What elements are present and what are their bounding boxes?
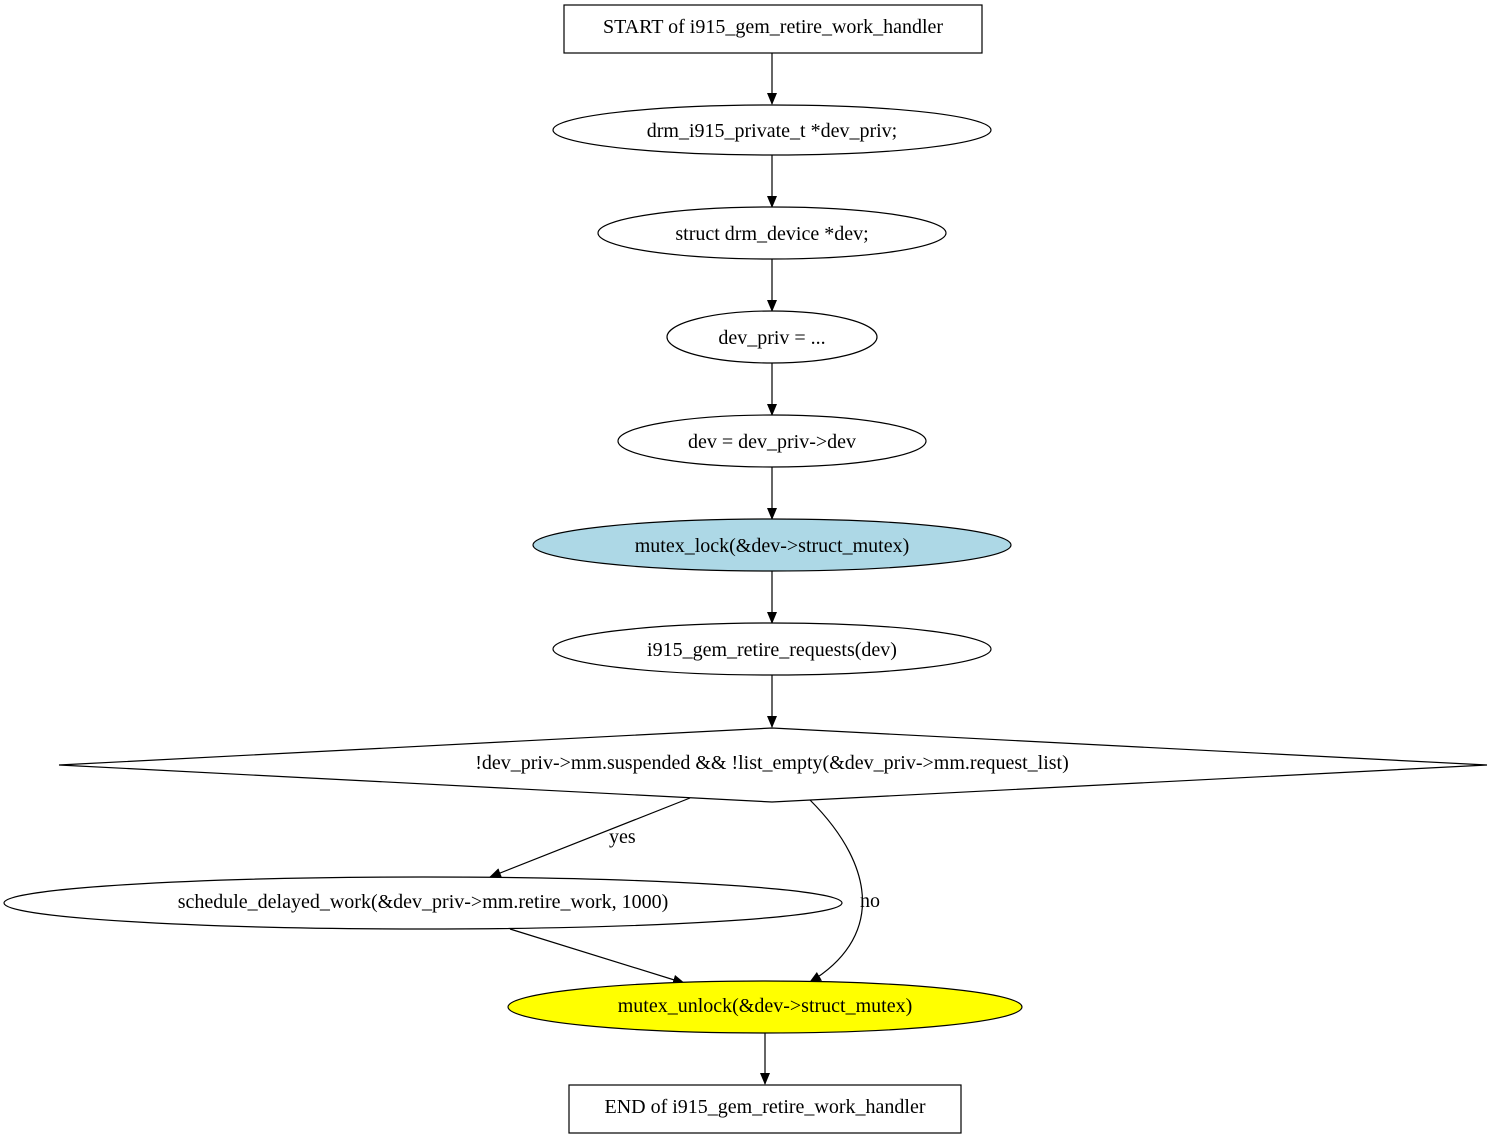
node-condition: !dev_priv->mm.suspended && !list_empty(&… [58,727,1488,803]
node-retire-requests-label: i915_gem_retire_requests(dev) [647,639,897,661]
node-end-label: END of i915_gem_retire_work_handler [604,1096,925,1118]
edges [489,53,864,1085]
node-mutex-lock-label: mutex_lock(&dev->struct_mutex) [635,535,910,557]
node-start-label: START of i915_gem_retire_work_handler [603,16,943,38]
node-assign-dev-priv-label: dev_priv = ... [718,327,825,349]
node-decl-dev-priv-label: drm_i915_private_t *dev_priv; [647,120,898,142]
edge-condition-no [809,799,864,983]
edge-schedule-to-unlock [509,928,685,985]
node-end: END of i915_gem_retire_work_handler [568,1084,962,1134]
node-decl-dev: struct drm_device *dev; [597,206,947,260]
edge-condition-yes [489,797,691,878]
node-assign-dev-label: dev = dev_priv->dev [688,431,856,453]
edge-label-yes: yes [609,826,636,848]
node-decl-dev-label: struct drm_device *dev; [675,223,868,245]
node-mutex-lock: mutex_lock(&dev->struct_mutex) [532,518,1012,572]
node-condition-label: !dev_priv->mm.suspended && !list_empty(&… [475,752,1069,774]
node-assign-dev: dev = dev_priv->dev [617,414,927,468]
node-schedule-work-label: schedule_delayed_work(&dev_priv->mm.reti… [178,891,669,913]
node-start: START of i915_gem_retire_work_handler [563,4,983,54]
node-schedule-work: schedule_delayed_work(&dev_priv->mm.reti… [3,876,843,930]
node-mutex-unlock-label: mutex_unlock(&dev->struct_mutex) [618,995,913,1017]
edge-label-no: no [860,890,880,912]
node-decl-dev-priv: drm_i915_private_t *dev_priv; [552,104,992,156]
node-assign-dev-priv: dev_priv = ... [666,310,878,364]
node-mutex-unlock: mutex_unlock(&dev->struct_mutex) [507,980,1023,1034]
node-retire-requests: i915_gem_retire_requests(dev) [552,622,992,676]
